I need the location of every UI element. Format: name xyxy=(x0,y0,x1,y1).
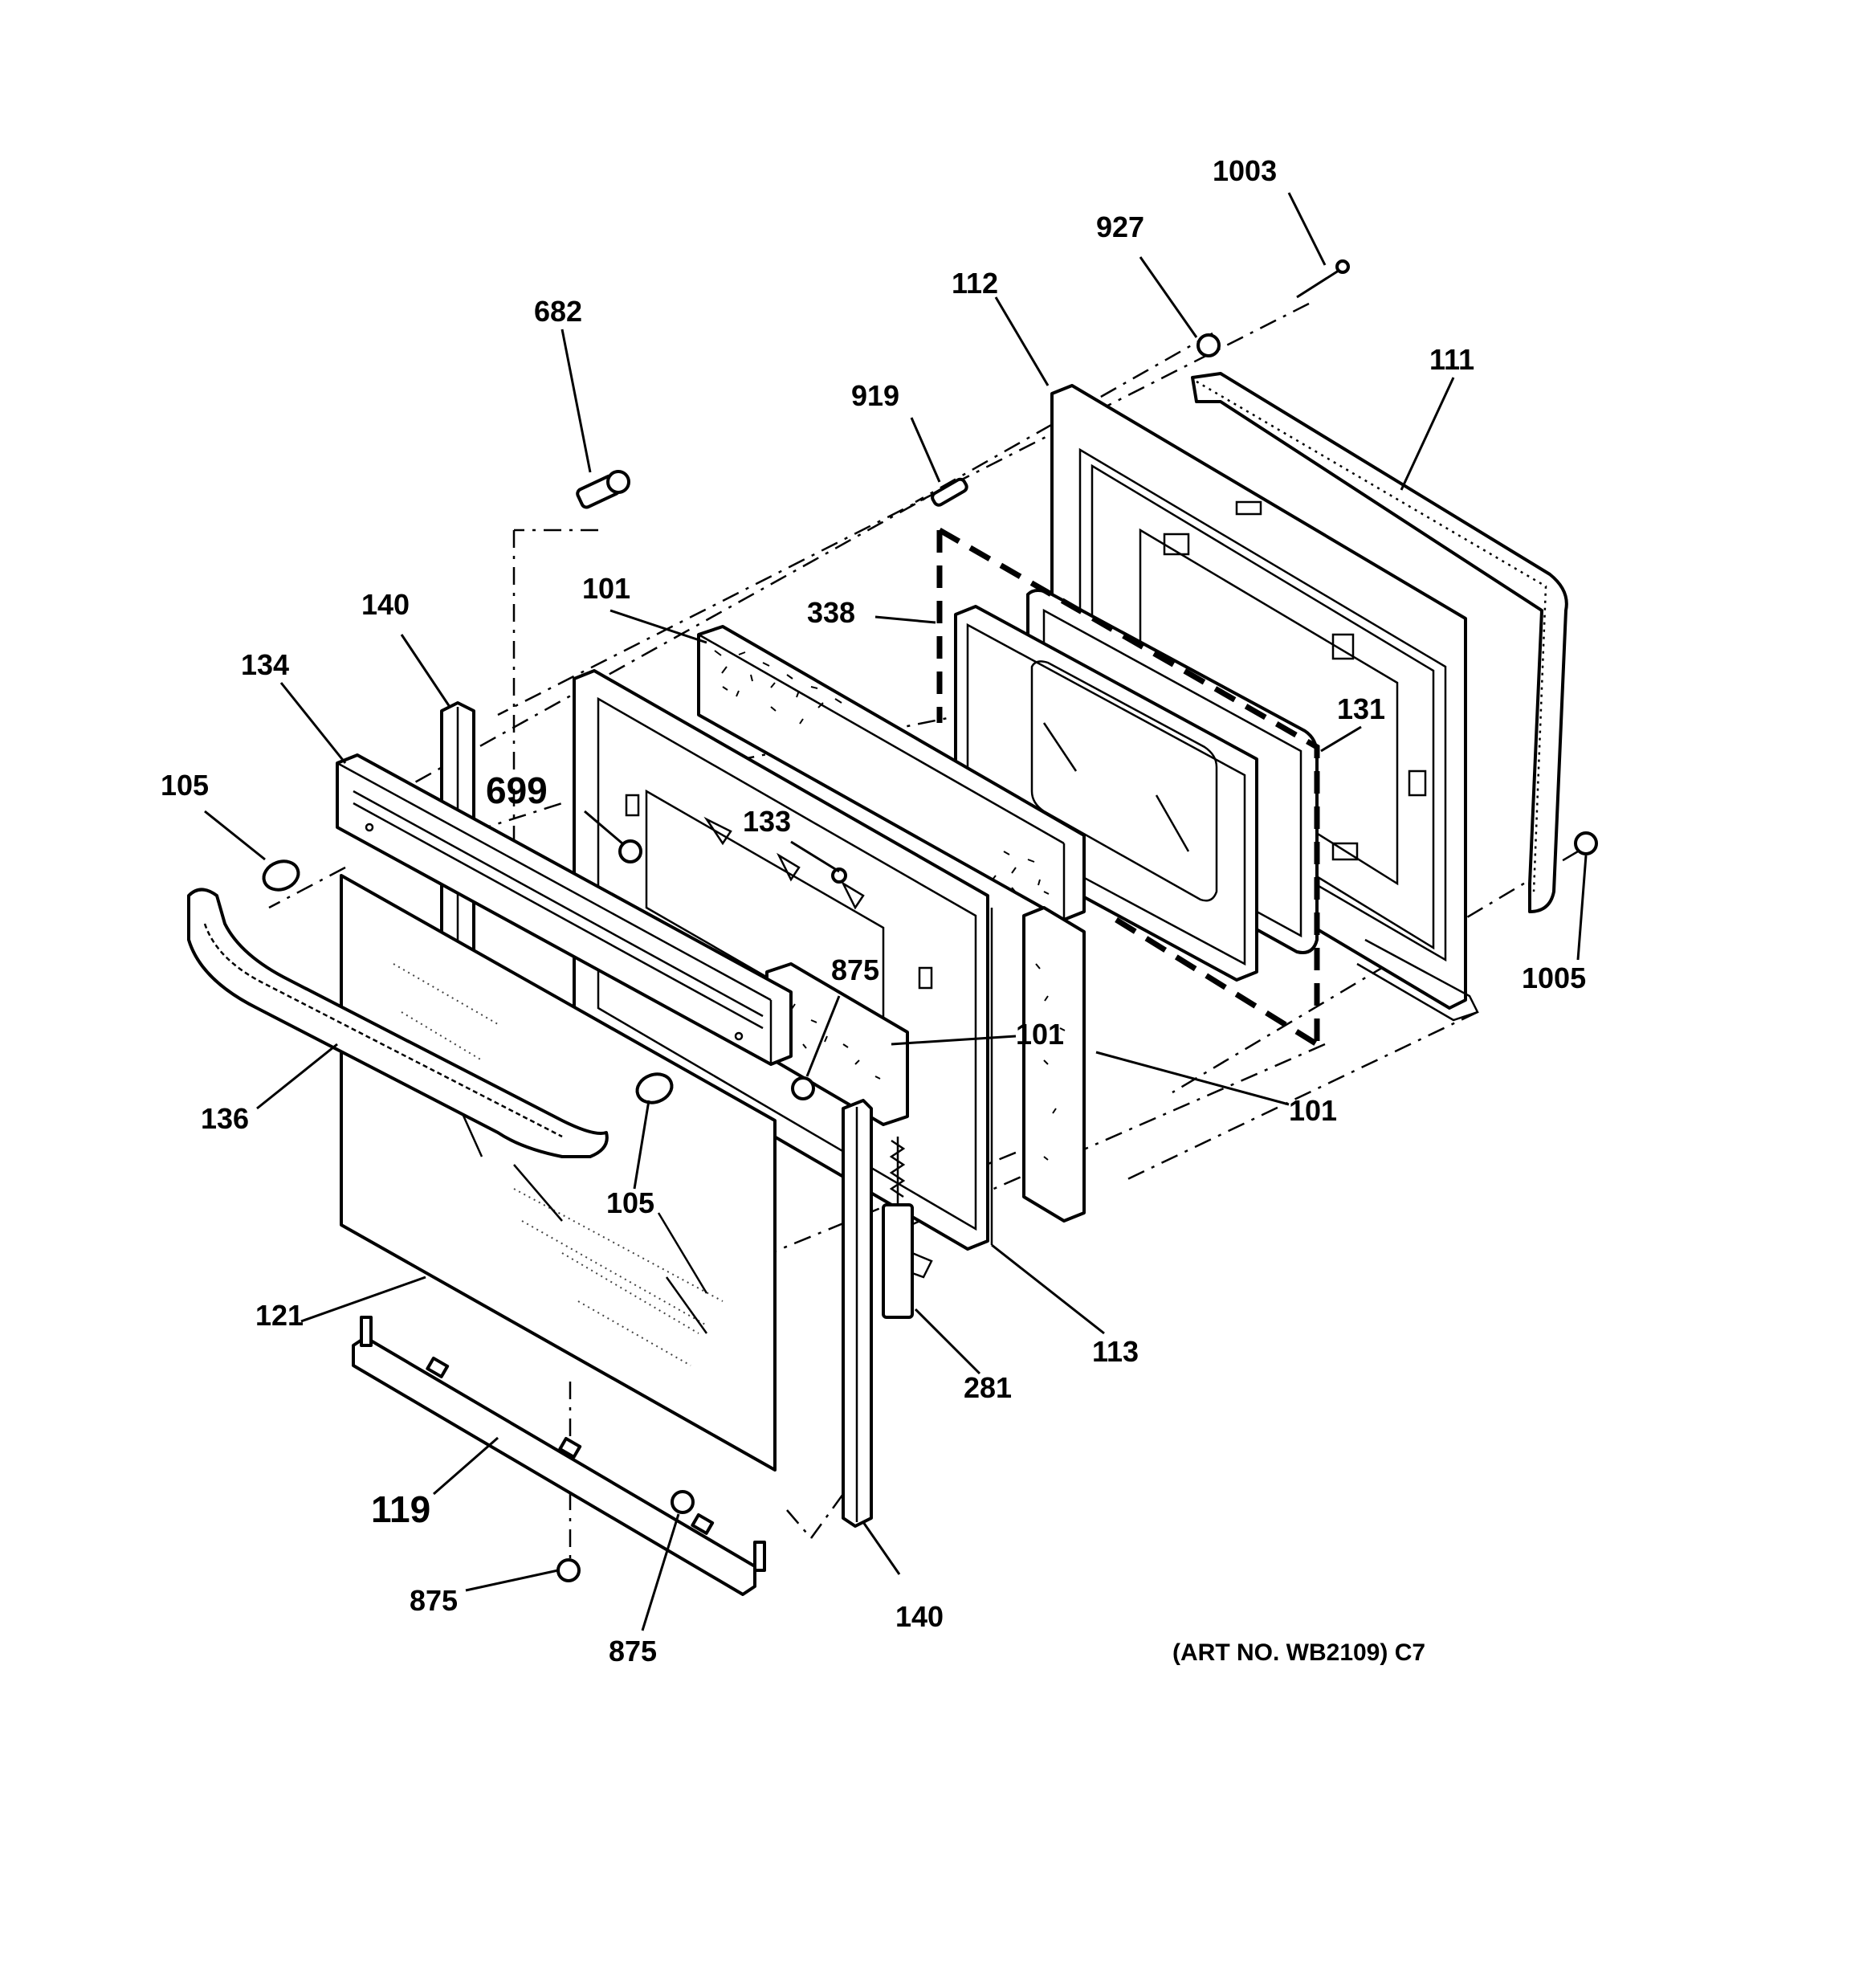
callout-101-top: 101 xyxy=(582,572,630,605)
callout-105-right: 105 xyxy=(606,1186,654,1219)
insulation-101-right xyxy=(1022,906,1086,1223)
screw-875-top-icon xyxy=(791,1076,815,1100)
callout-121: 121 xyxy=(255,1299,304,1332)
callout-927: 927 xyxy=(1096,210,1144,243)
screw-875-bottom-mid-icon xyxy=(671,1490,695,1514)
glass-outline-dashed xyxy=(938,527,1320,1044)
callout-111: 111 xyxy=(1429,343,1474,376)
screw-875-bottom-left-icon xyxy=(556,1558,581,1582)
washer-927-icon xyxy=(1196,333,1221,357)
callout-140-bottom: 140 xyxy=(895,1600,944,1633)
screw-1005-icon xyxy=(1574,831,1598,855)
callout-labels: 1003 927 112 111 682 919 140 101 338 134… xyxy=(161,154,1586,1668)
art-number-caption: (ART NO. WB2109) C7 xyxy=(1172,1639,1425,1666)
screw-1003-icon xyxy=(1296,259,1350,299)
callout-875-top: 875 xyxy=(831,953,879,986)
door-handle-136 xyxy=(187,888,609,1158)
callout-113: 113 xyxy=(1092,1335,1139,1368)
outer-door-glass-121 xyxy=(340,874,777,1472)
callout-1005: 1005 xyxy=(1522,961,1586,994)
callout-338: 338 xyxy=(807,596,855,629)
callout-136: 136 xyxy=(201,1102,249,1135)
callout-682: 682 xyxy=(534,295,582,328)
bottom-trim-119 xyxy=(352,1316,766,1596)
vent-trim-134 xyxy=(336,753,793,1066)
callout-119: 119 xyxy=(371,1488,430,1530)
handle-spacer-105-left xyxy=(262,859,300,892)
handle-spacer-105-right xyxy=(635,1072,674,1104)
callout-133: 133 xyxy=(743,805,791,838)
hinge-281 xyxy=(882,1137,933,1319)
pin-919-icon xyxy=(931,477,968,507)
callout-699: 699 xyxy=(486,769,548,811)
screw-699-icon xyxy=(618,839,642,863)
callout-140-top: 140 xyxy=(361,588,410,621)
callout-112: 112 xyxy=(952,267,998,300)
callout-919: 919 xyxy=(851,379,899,412)
callout-105-left: 105 xyxy=(161,769,209,802)
callout-134: 134 xyxy=(241,648,289,681)
leader-lines xyxy=(204,192,1588,1631)
screw-682-icon xyxy=(576,470,630,509)
callout-1003: 1003 xyxy=(1213,154,1277,187)
callout-131: 131 xyxy=(1337,692,1385,725)
callout-875-bottom-mid: 875 xyxy=(609,1635,657,1668)
clip-133-icon xyxy=(831,867,847,884)
callout-101-mid: 101 xyxy=(1016,1018,1064,1051)
brace-140-right xyxy=(842,1099,873,1528)
callout-281: 281 xyxy=(964,1371,1012,1404)
insulation-101-top xyxy=(697,625,1086,921)
callout-101-right: 101 xyxy=(1289,1094,1337,1127)
gasket-111 xyxy=(1191,372,1568,913)
callout-875-bottom-left: 875 xyxy=(410,1584,458,1617)
glass-outline-dashed-3 xyxy=(1115,917,1319,1047)
